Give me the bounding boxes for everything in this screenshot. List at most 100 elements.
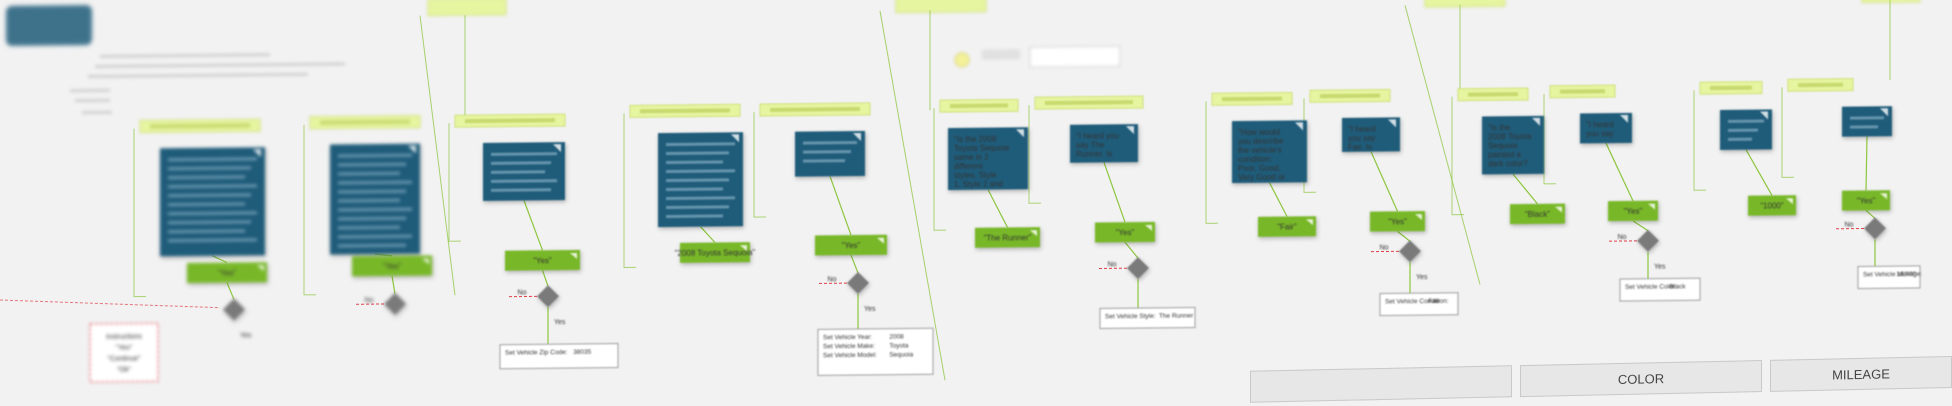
flow-diagram: "Yes"YesInstructions"Yes""Continue""Ok""… [0,0,1920,400]
yes-label: Yes [554,319,566,326]
tab-mileage[interactable]: MILEAGE [1770,356,1952,392]
set-variable-value: 38035 [573,349,591,356]
faint-note-line [100,53,270,58]
set-variable-key: Set Vehicle Model: [823,352,877,360]
loop-connector [134,128,146,296]
answer-text: "Yes" [533,256,552,265]
yes-label: Yes [1416,274,1428,281]
prompt-text-line: Fair. Is [1348,143,1372,152]
flow-start-circle [955,53,969,67]
prompt-text-line: dark color? [1488,159,1528,168]
connector-answer-decision [227,283,234,300]
connector-layer [0,0,1890,390]
connector-answer-decision [1866,210,1875,218]
prompt-text-placeholder [1728,129,1758,132]
prompt-text-line: you say [1586,129,1614,138]
prompt-text-line: "Is the [1488,123,1511,132]
answer-text: "Yes" [1857,196,1876,205]
connector-answer-decision [1398,231,1411,241]
set-variable-value: Sequoia [889,351,913,358]
decision-diamond [537,285,559,307]
start-node [6,5,92,46]
flow-step-f2: "Yes"No [310,115,432,315]
answer-text: "Yes" [1624,207,1643,216]
instruction-note-line: "Continue" [108,356,142,363]
loop-connector [1544,94,1556,184]
prompt-text-placeholder [1728,138,1752,141]
instruction-note-line: Instructions [106,334,142,341]
prompt-text-line: Poor, Good, [1238,164,1281,173]
answer-text: "Yes" [383,262,402,271]
answer-text: "2008 Toyota Sequoia" [675,248,756,258]
connector-answer-decision [1633,221,1648,231]
header-connector [420,15,455,295]
prompt-text-line: Toyota Sequoia [954,143,1010,153]
set-variable-key: Set Vehicle Make: [823,343,875,351]
answer-text: "Yes" [1388,217,1407,226]
prompt-text-placeholder [1850,116,1884,119]
set-variable-key: Set Vehicle Zip Code: [505,349,568,357]
prompt-text-placeholder [803,150,851,154]
prompt-text-line: styles. Style [954,171,997,180]
header-connector [880,10,945,381]
faint-note-line [95,62,345,68]
connector-prompt-answer [1371,151,1398,211]
answer-text: "Yes" [1116,228,1135,237]
tab-color[interactable]: COLOR [1520,360,1762,397]
prompt-text-placeholder [491,188,551,192]
flow-start-label [982,49,1020,59]
connector-prompt-answer [701,227,716,243]
flow-step-f4: "2008 Toyota Sequoia" [630,104,756,263]
decision-diamond [223,298,245,320]
prompt-text-line: Runner. Is [1076,149,1112,158]
prompt-text-line: Sequoia [1488,141,1518,150]
prompt-text-line: 1, Style 2 and [954,179,1003,189]
prompt-text-line: "I heard you [1076,131,1119,140]
yes-label: Yes [864,306,876,313]
decision-diamond [1637,230,1659,252]
prompt-text-placeholder [491,170,545,174]
connector-prompt-answer [213,256,228,263]
no-label: No [1618,234,1627,241]
set-variable-value: Toyota [889,342,909,349]
tab-previous[interactable] [1250,365,1512,402]
instruction-note-line: "Ok" [117,367,131,374]
prompt-text-placeholder [666,214,723,218]
no-label: No [518,289,527,296]
answer-text: "Yes" [218,269,237,278]
answer-text: "Yes" [842,241,861,250]
set-variable-value: Fair [1428,298,1440,305]
section-header-4 [1862,0,1920,3]
step-header-text [1468,92,1518,97]
prompt-text-line: the vehicle's [1238,146,1282,155]
prompt-text-line: 2008 Toyota [1488,132,1532,141]
loop-connector [624,113,636,267]
loop-connector [754,112,766,217]
faint-note-line [75,99,110,102]
yes-label: Yes [240,332,252,339]
connector-prompt-answer [830,176,851,235]
connector-answer-decision [392,276,395,294]
no-label: No [1845,222,1854,229]
prompt-text-placeholder [491,161,551,165]
set-variable-key: Set Vehicle Style: [1105,313,1156,321]
loop-connector [304,125,316,295]
faint-note-line [70,89,110,92]
set-variable-value: 2008 [889,334,904,341]
section-header-3 [1425,0,1505,7]
decision-diamond [1127,257,1149,279]
prompt-text-placeholder [666,160,723,164]
loop-connector [1206,101,1218,223]
loop-connector [1782,87,1794,177]
prompt-text-line: you describe [1238,137,1284,146]
prompt-text-placeholder [803,159,845,162]
loop-connector [1029,105,1041,203]
